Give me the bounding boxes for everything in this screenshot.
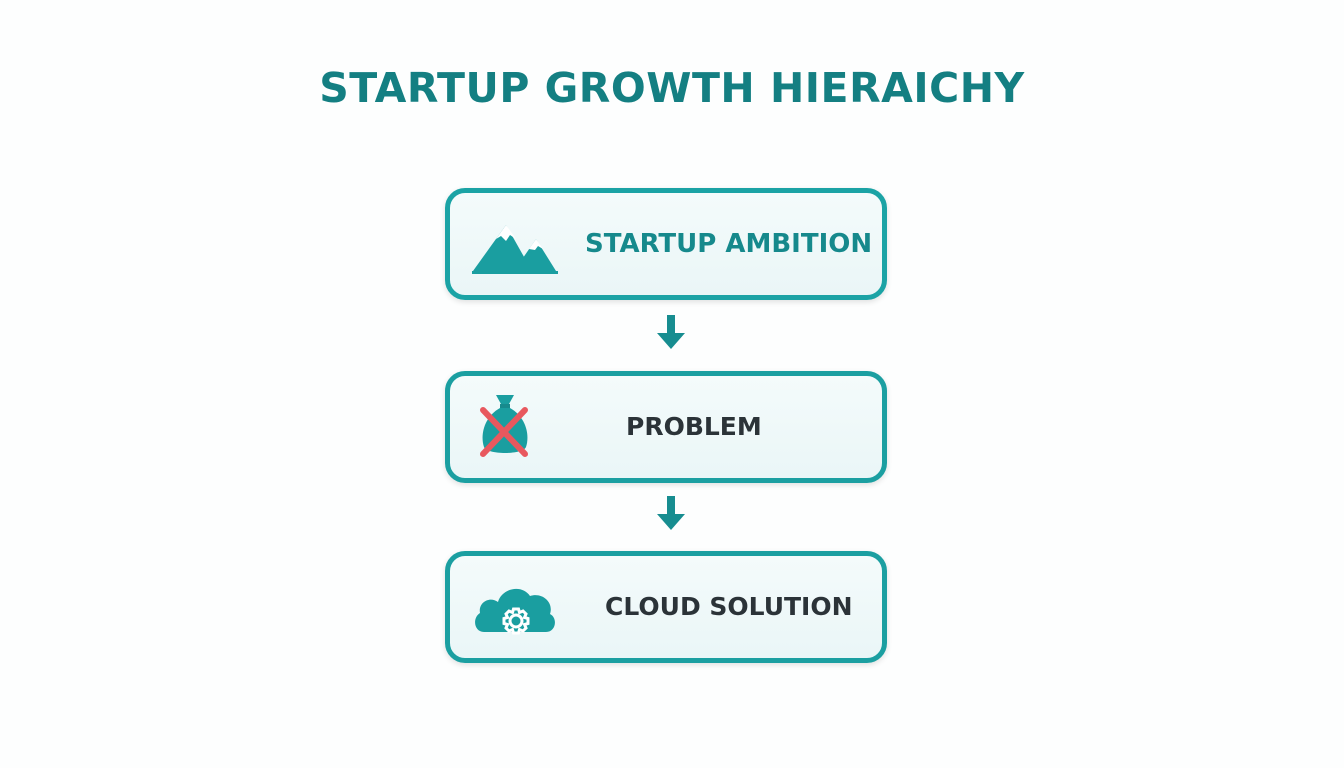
- cloud-gear-icon: [475, 588, 555, 635]
- crossed-money-bag-icon: [480, 395, 528, 457]
- diagram-title: STARTUP GROWTH HIERAICHY: [319, 64, 1025, 112]
- step-box-cloud-solution: CLOUD SOLUTION: [445, 551, 887, 663]
- step-label: PROBLEM: [626, 412, 762, 441]
- step-box-startup-ambition: STARTUP AMBITION: [445, 188, 887, 300]
- step-label: STARTUP AMBITION: [585, 229, 873, 259]
- step-label: CLOUD SOLUTION: [605, 592, 853, 621]
- down-arrow-icon: [657, 496, 685, 530]
- down-arrow-icon: [657, 315, 685, 349]
- step-box-problem: PROBLEM: [445, 371, 887, 483]
- mountain-icon: [472, 225, 558, 274]
